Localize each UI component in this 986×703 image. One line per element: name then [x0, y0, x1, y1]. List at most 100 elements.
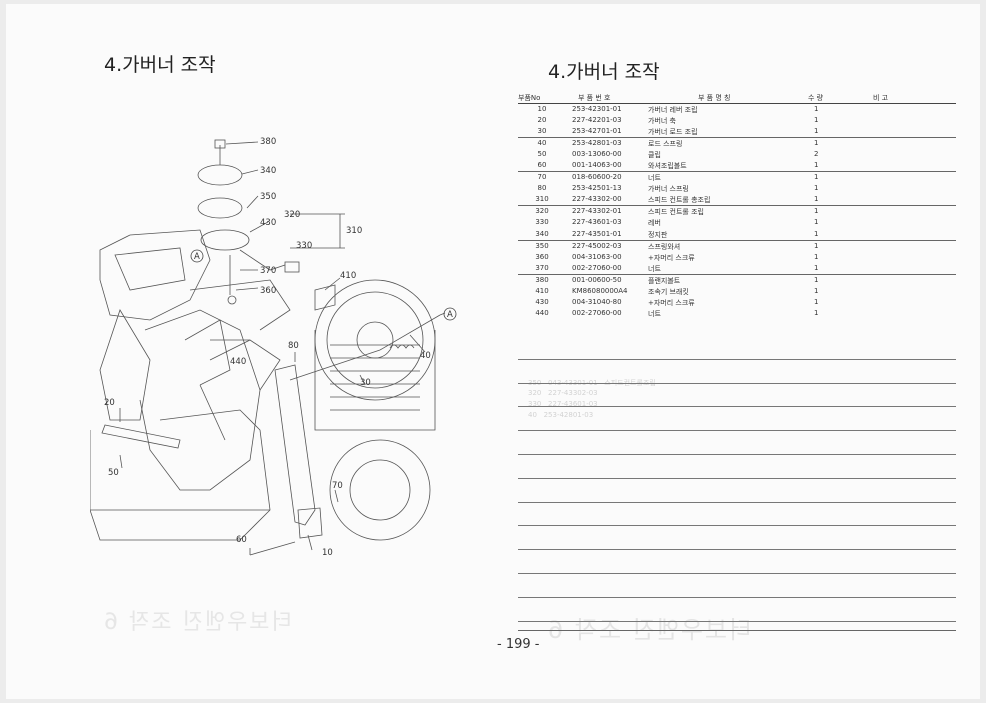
cell-name: 가버너 스프링: [648, 185, 689, 194]
callout-350: 350: [260, 192, 276, 202]
cell-name: 클립: [648, 151, 661, 160]
cell-no: 80: [537, 184, 547, 193]
bleed-through-text-left: 터보우엔진 조작 6: [102, 610, 292, 635]
cell-qty: 1: [814, 195, 819, 204]
page-number: - 199 -: [497, 637, 540, 652]
cell-name: 스피드 컨트롤 총조립: [648, 196, 711, 205]
callout-410: 410: [340, 271, 356, 281]
callout-330: 330: [296, 241, 312, 251]
cell-no: 360: [535, 252, 549, 261]
callout-310: 310: [346, 226, 362, 236]
cell-qty: 1: [814, 229, 819, 238]
cell-part-number: 002-27060-00: [572, 263, 622, 272]
cell-part-number: 253-42301-01: [572, 105, 622, 113]
cell-part-number: 004-31063-00: [572, 252, 622, 261]
callout-60: 60: [236, 535, 247, 545]
cell-qty: 1: [814, 297, 819, 306]
cell-no: 40: [537, 139, 547, 148]
cell-name: 너트: [648, 264, 661, 273]
cell-qty: 1: [814, 116, 819, 125]
cell-part-number: 227-43601-03: [572, 218, 622, 227]
cell-no: 60: [537, 161, 547, 170]
cell-no: 20: [537, 116, 547, 125]
cell-no: 350: [535, 241, 549, 250]
callout-430: 430: [260, 218, 276, 228]
cell-no: 410: [535, 286, 549, 295]
empty-table-lines: [518, 336, 956, 622]
cell-name: 플랜지볼트: [648, 276, 681, 285]
cell-qty: 1: [814, 139, 819, 148]
table-row: 40 253-42801-03 로드 스프링 1: [518, 138, 956, 149]
cell-part-number: KM86080000A4: [572, 286, 628, 295]
cell-part-number: 018-60600-20: [572, 173, 622, 182]
callout-370: 370: [260, 266, 276, 276]
callout-340: 340: [260, 166, 276, 176]
callout-30: 30: [360, 378, 371, 388]
cell-no: 370: [535, 263, 549, 272]
right-section-title: 4.가버너 조작: [548, 61, 660, 83]
callout-360: 360: [260, 286, 276, 296]
header-qty: 수 량: [808, 94, 824, 102]
cell-qty: 1: [814, 184, 819, 193]
cell-qty: 1: [814, 127, 819, 136]
cell-no: 30: [537, 127, 547, 136]
callout-40: 40: [420, 351, 431, 361]
cell-part-number: 253-42701-01: [572, 127, 622, 136]
header-remarks: 비 고: [873, 94, 889, 102]
cell-part-number: 001-14063-00: [572, 161, 622, 170]
cell-name: 가버너 로드 조립: [648, 128, 698, 137]
cell-qty: 1: [814, 275, 819, 284]
cell-no: 330: [535, 218, 549, 227]
cell-qty: 1: [814, 161, 819, 170]
cell-no: 70: [537, 173, 547, 182]
cell-qty: 1: [814, 218, 819, 227]
left-section-title: 4.가버너 조작: [104, 54, 216, 76]
callout-20: 20: [104, 398, 115, 408]
cell-qty: 1: [814, 286, 819, 295]
governor-exploded-diagram: A A 380 340 350 320 310 430 330 370 410 …: [90, 137, 457, 558]
cell-qty: 1: [814, 252, 819, 261]
callout-70: 70: [332, 481, 343, 491]
cell-part-number: 227-45002-03: [572, 241, 622, 250]
ref-marker-a-left: A: [194, 252, 200, 262]
callout-320: 320: [284, 210, 300, 220]
table-row: 60 001-14063-00 와셔조립볼트 1: [518, 160, 956, 173]
cell-qty: 1: [814, 173, 819, 182]
ref-marker-a-right: A: [447, 310, 453, 320]
cell-no: 430: [535, 297, 549, 306]
cell-name: 와셔조립볼트: [648, 162, 687, 171]
cell-qty: 1: [814, 308, 819, 317]
cell-name: 너트: [648, 309, 661, 318]
callout-80: 80: [288, 341, 299, 351]
cell-part-number: 227-43501-01: [572, 229, 622, 238]
cell-part-number: 253-42501-13: [572, 184, 622, 193]
header-no: 부품No: [518, 94, 541, 102]
cell-no: 10: [537, 105, 547, 113]
cell-name: 로드 스프링: [648, 140, 683, 149]
table-row: 80 253-42501-13 가버너 스프링 1: [518, 183, 956, 194]
cell-no: 310: [535, 195, 549, 204]
cell-no: 380: [535, 275, 549, 284]
cell-name: 스프링와셔: [648, 242, 681, 251]
parts-table-header: 부품No 부 품 번 호 부 품 명 칭 수 량 비 고: [518, 92, 956, 104]
cell-qty: 2: [814, 150, 819, 159]
parts-table: 부품No 부 품 번 호 부 품 명 칭 수 량 비 고 10 253-42301…: [518, 92, 956, 319]
cell-qty: 1: [814, 207, 819, 216]
cell-name: 조속기 브래킷: [648, 287, 689, 296]
table-row: 30 253-42701-01 가버너 로드 조립 1: [518, 126, 956, 139]
cell-part-number: 253-42801-03: [572, 139, 622, 148]
cell-no: 440: [535, 308, 549, 317]
cell-name: 가버너 축: [648, 117, 676, 126]
cell-name: 너트: [648, 174, 661, 183]
header-name: 부 품 명 칭: [698, 94, 731, 102]
